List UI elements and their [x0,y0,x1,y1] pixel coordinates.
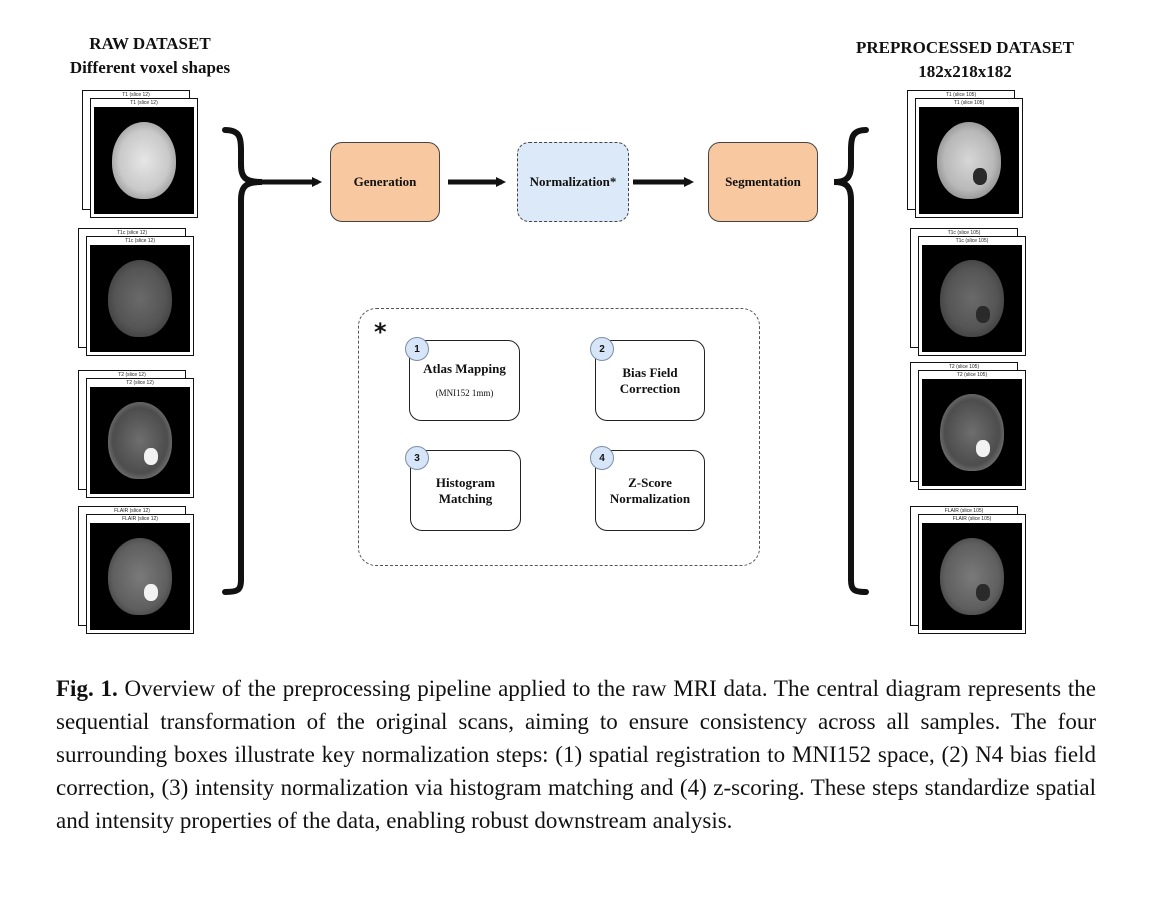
brain-image [940,537,1004,615]
raw-scan-front-sheet: T1 (slice 12) [90,98,198,218]
brain-image [940,393,1004,471]
processed-scan-back-label: T1 (slice 105) [945,92,977,98]
brain-image [940,259,1004,337]
raw-scan-front-sheet: FLAIR (slice 12) [86,514,194,634]
raw-scan-t1c: T1c (slice 12) T1c (slice 12) [78,228,196,358]
normalization-detail-frame [358,308,760,566]
step-title: Atlas Mapping [423,360,506,376]
processed-scan-front-label: T1 (slice 105) [953,100,985,106]
brain-image [108,537,172,615]
raw-scan-front-sheet: T1c (slice 12) [86,236,194,356]
lesion-mark [975,306,990,324]
caption-label: Fig. 1. [56,676,118,701]
raw-scan-back-label: T1c (slice 12) [116,230,147,236]
processed-scan-t1: T1 (slice 105) T1 (slice 105) [907,90,1025,220]
figure-caption: Fig. 1. Overview of the preprocessing pi… [56,672,1096,837]
processed-scan-front-label: T2 (slice 105) [956,372,988,378]
raw-scan-back-label: T2 (slice 12) [118,372,146,378]
mri-slice-image [922,245,1022,352]
normalization-box: Normalization* [517,142,629,222]
step-title-line2: Matching [438,490,493,506]
mri-slice-image [94,107,194,214]
raw-scan-t1: T1 (slice 12) T1 (slice 12) [82,90,200,220]
segmentation-box: Segmentation [708,142,818,222]
step-subtitle: (MNI152 1mm) [435,387,494,398]
processed-scan-t1c: T1c (slice 105) T1c (slice 105) [910,228,1028,358]
raw-scan-front-label: T2 (slice 12) [126,380,154,386]
preprocessed-dataset-subtitle: 182x218x182 [918,62,1012,81]
raw-scan-front-sheet: T2 (slice 12) [86,378,194,498]
mri-slice-image [90,387,190,494]
processed-scan-t2: T2 (slice 105) T2 (slice 105) [910,362,1028,492]
connectors-layer [222,127,869,595]
processed-scan-back-label: T1c (slice 105) [947,230,981,236]
brain-image [112,121,176,199]
caption-text: Overview of the preprocessing pipeline a… [56,676,1096,833]
preprocessed-dataset-title: PREPROCESSED DATASET [855,38,1075,57]
step-bias-field-box: Bias Field Correction [595,340,705,421]
step-number-badge: 1 [405,337,429,361]
step-number-badge: 4 [590,446,614,470]
processed-scan-back-label: FLAIR (slice 105) [944,508,984,514]
left-brace [222,127,263,595]
raw-scan-front-label: T1 (slice 12) [130,100,158,106]
mri-slice-image [919,107,1019,214]
lesion-mark [975,584,990,602]
lesion-mark [143,584,158,602]
step-title-line1: Histogram [435,474,496,490]
step-title-line2: Normalization [609,490,691,506]
processed-scan-front-sheet: T1c (slice 105) [918,236,1026,356]
processed-scan-front-sheet: T2 (slice 105) [918,370,1026,490]
raw-scan-back-label: FLAIR (slice 12) [114,508,150,514]
brain-image [937,121,1001,199]
processed-scan-front-sheet: FLAIR (slice 105) [918,514,1026,634]
processed-scan-front-label: FLAIR (slice 105) [952,516,992,522]
raw-scan-t2: T2 (slice 12) T2 (slice 12) [78,370,196,500]
step-number-badge: 2 [590,337,614,361]
step-title-line1: Bias Field [622,364,678,380]
brain-image [108,259,172,337]
mri-slice-image [90,523,190,630]
lesion-mark [972,168,987,186]
processed-scan-front-sheet: T1 (slice 105) [915,98,1023,218]
step-title-line1: Z-Score [628,474,672,490]
mri-slice-image [922,523,1022,630]
raw-scan-flair: FLAIR (slice 12) FLAIR (slice 12) [78,506,196,636]
processed-scan-front-label: T1c (slice 105) [955,238,989,244]
step-number-badge: 3 [405,446,429,470]
raw-scan-back-label: T1 (slice 12) [122,92,150,98]
right-brace [833,127,869,595]
mri-slice-image [90,245,190,352]
processed-scan-back-label: T2 (slice 105) [948,364,980,370]
lesion-mark [143,448,158,466]
raw-dataset-title: RAW DATASET [89,34,211,53]
mri-slice-image [922,379,1022,486]
step-histogram-box: Histogram Matching [410,450,521,531]
raw-scan-front-label: FLAIR (slice 12) [122,516,158,522]
raw-scan-front-label: T1c (slice 12) [124,238,155,244]
raw-dataset-subtitle: Different voxel shapes [69,58,231,77]
normalization-asterisk: * [374,318,387,346]
raw-dataset-header: RAW DATASET Different voxel shapes [40,32,260,80]
processed-scan-flair: FLAIR (slice 105) FLAIR (slice 105) [910,506,1028,636]
lesion-mark [975,440,990,458]
step-title-line2: Correction [619,380,681,396]
step-zscore-box: Z-Score Normalization [595,450,705,531]
brain-image [108,401,172,479]
preprocessed-dataset-header: PREPROCESSED DATASET 182x218x182 [820,36,1110,84]
generation-box: Generation [330,142,440,222]
